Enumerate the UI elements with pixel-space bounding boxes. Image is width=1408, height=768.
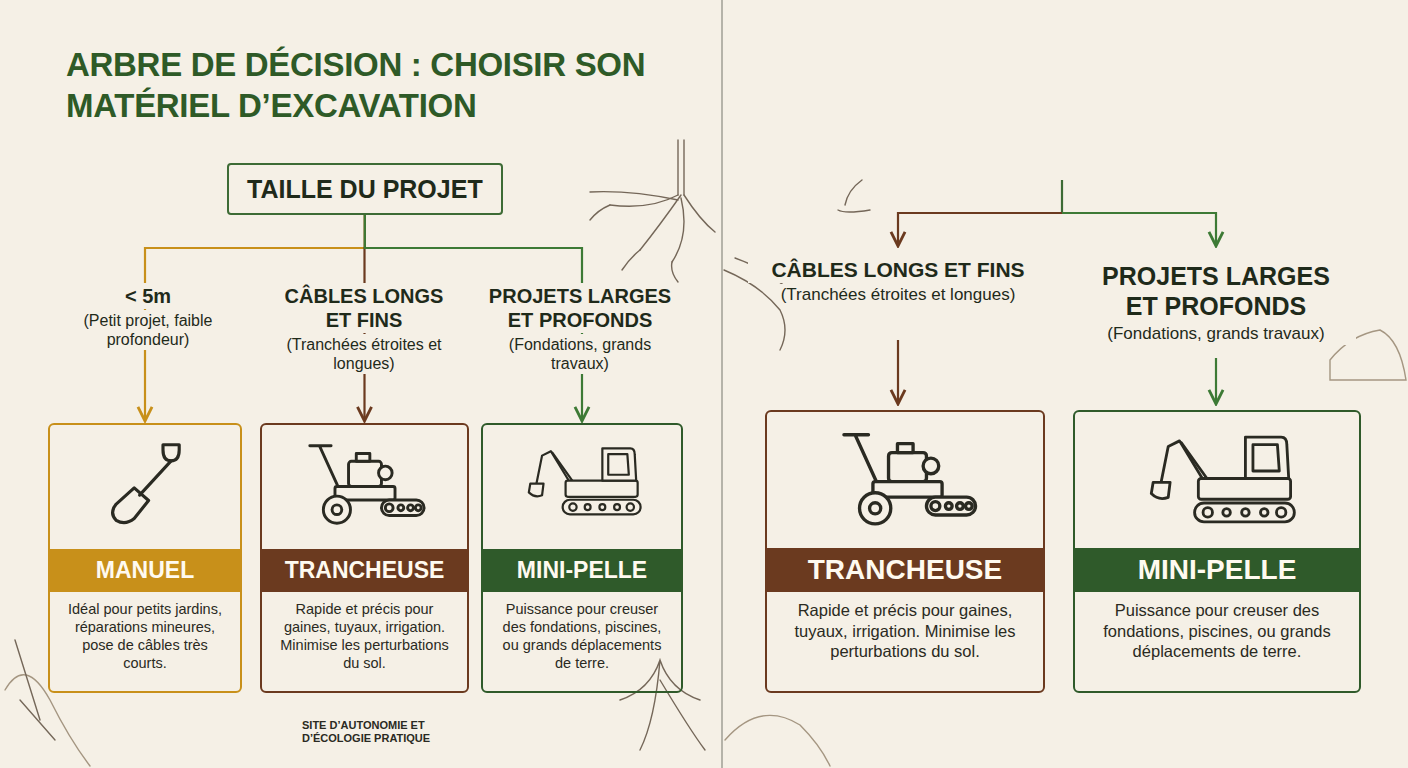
tool-description: Rapide et précis pour gaines, tuyaux, ir…	[262, 592, 467, 681]
root-box: TAILLE DU PROJET	[227, 163, 503, 215]
tool-description: Rapide et précis pour gaines, tuyaux, ir…	[767, 592, 1043, 670]
tool-box: MINI-PELLEPuissance pour creuser des fon…	[1073, 410, 1361, 693]
tool-box: MINI-PELLEPuissance pour creuser des fon…	[481, 423, 683, 693]
branch-note: (Tranchées étroites et longues)	[269, 334, 459, 374]
tool-description: Idéal pour petits jardins, réparations m…	[50, 592, 240, 681]
branch-note: (Tranchées étroites et longues)	[778, 284, 1018, 306]
branch-heading: PROJETS LARGES ET PROFONDS	[485, 283, 675, 333]
branch-heading: CÂBLES LONGS ET FINS	[748, 256, 1048, 283]
tool-box: MANUELIdéal pour petits jardins, réparat…	[48, 423, 242, 693]
tool-name: TRANCHEUSE	[262, 549, 467, 592]
tool-name: MANUEL	[50, 549, 240, 592]
box-title: TAILLE DU PROJET	[247, 175, 483, 204]
tool-name: MINI-PELLE	[1075, 548, 1359, 592]
footer-credit: SITE D’AUTONOMIE ET D’ÉCOLOGIE PRATIQUE	[300, 718, 490, 746]
branch-heading: CÂBLES LONGS ET FINS	[279, 283, 449, 333]
branch-heading: PROJETS LARGES ET PROFONDS	[1081, 260, 1351, 322]
branch-note: (Fondations, grands travaux)	[1076, 323, 1356, 345]
branch-note: (Petit projet, faible profondeur)	[53, 310, 243, 350]
tool-box: TRANCHEUSERapide et précis pour gaines, …	[765, 410, 1045, 693]
branch-note: (Fondations, grands travaux)	[485, 334, 675, 374]
tool-box: TRANCHEUSERapide et précis pour gaines, …	[260, 423, 469, 693]
title: ARBRE DE DÉCISION : CHOISIR SON MATÉRIEL…	[66, 44, 716, 127]
tool-name: TRANCHEUSE	[767, 548, 1043, 592]
tool-description: Puissance pour creuser des fondations, p…	[1075, 592, 1359, 670]
tool-description: Puissance pour creuser des fondations, p…	[483, 592, 681, 681]
branch-heading: < 5m	[58, 283, 238, 309]
tool-name: MINI-PELLE	[483, 549, 681, 592]
